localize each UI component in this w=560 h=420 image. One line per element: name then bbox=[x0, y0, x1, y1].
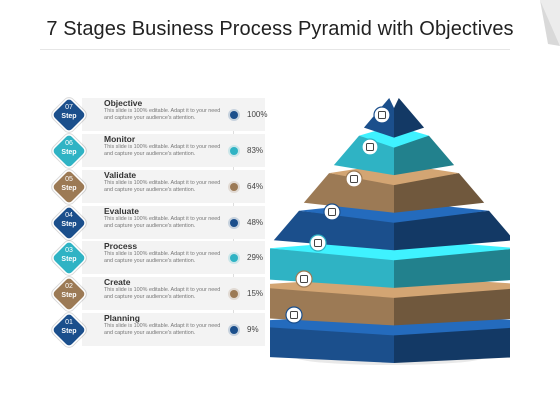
step-title: Create bbox=[104, 277, 131, 287]
percent-value: 9% bbox=[247, 325, 259, 334]
step-word: Step bbox=[61, 113, 77, 120]
step-description: This slide is 100% editable. Adapt it to… bbox=[104, 323, 221, 337]
pyramid-level-side bbox=[394, 327, 510, 363]
step-word: Step bbox=[61, 328, 77, 335]
step-number: 04 bbox=[65, 212, 73, 219]
step-description: This slide is 100% editable. Adapt it to… bbox=[104, 180, 221, 194]
percent-value: 29% bbox=[247, 253, 264, 262]
step-diamond: 01 Step bbox=[52, 313, 86, 347]
target-icon bbox=[373, 106, 391, 124]
pyramid-level-side bbox=[394, 249, 510, 288]
pyramid-level-side bbox=[394, 288, 510, 326]
percent-dot bbox=[230, 111, 238, 119]
percent-dot bbox=[230, 254, 238, 262]
percent-value: 48% bbox=[247, 218, 264, 227]
pyramid-level-side bbox=[394, 98, 425, 138]
step-diamond: 07 Step bbox=[52, 98, 86, 132]
step-word: Step bbox=[61, 256, 77, 263]
step-number: 05 bbox=[65, 176, 73, 183]
percent-dot bbox=[230, 326, 238, 334]
step-title: Evaluate bbox=[104, 206, 139, 216]
percent-value: 100% bbox=[247, 110, 268, 119]
step-title: Process bbox=[104, 241, 138, 251]
gears-icon bbox=[309, 234, 327, 252]
step-description: This slide is 100% editable. Adapt it to… bbox=[104, 108, 221, 122]
step-word: Step bbox=[61, 292, 77, 299]
pyramid-level-side bbox=[394, 173, 485, 213]
step-row-planning: 01 Step Planning This slide is 100% edit… bbox=[52, 312, 265, 348]
percent-dot bbox=[230, 219, 238, 227]
step-diamond: 06 Step bbox=[52, 134, 86, 168]
pyramid-level-side bbox=[394, 210, 510, 251]
step-row-process: 03 Step Process This slide is 100% edita… bbox=[52, 240, 265, 276]
percent-value: 83% bbox=[247, 146, 264, 155]
step-title: Monitor bbox=[104, 134, 136, 144]
pyramid-diagram bbox=[270, 98, 510, 365]
step-number: 07 bbox=[65, 104, 73, 111]
step-number: 03 bbox=[65, 247, 73, 254]
percent-value: 64% bbox=[247, 182, 264, 191]
presentation-icon bbox=[361, 138, 379, 156]
checklist-icon bbox=[345, 170, 363, 188]
clipboard-icon bbox=[323, 203, 341, 221]
step-diamond: 04 Step bbox=[52, 206, 86, 240]
step-title: Objective bbox=[104, 98, 143, 108]
planner-icon bbox=[285, 306, 303, 324]
step-number: 02 bbox=[65, 283, 73, 290]
pyramid-level-front bbox=[333, 135, 394, 176]
page-curl-decoration bbox=[540, 0, 560, 46]
step-word: Step bbox=[61, 149, 77, 156]
step-title: Planning bbox=[104, 313, 140, 323]
step-description: This slide is 100% editable. Adapt it to… bbox=[104, 287, 221, 301]
pyramid-level-front bbox=[303, 173, 394, 213]
step-row-monitor: 06 Step Monitor This slide is 100% edita… bbox=[52, 133, 265, 169]
step-title: Validate bbox=[104, 170, 137, 180]
pyramid-level-front bbox=[273, 210, 394, 251]
percent-dot bbox=[230, 147, 238, 155]
percent-dot bbox=[230, 183, 238, 191]
pyramid-level-front bbox=[270, 326, 394, 363]
step-row-evaluate: 04 Step Evaluate This slide is 100% edit… bbox=[52, 205, 265, 241]
step-row-create: 02 Step Create This slide is 100% editab… bbox=[52, 276, 265, 312]
step-word: Step bbox=[61, 185, 77, 192]
step-description: This slide is 100% editable. Adapt it to… bbox=[104, 251, 221, 265]
step-number: 06 bbox=[65, 140, 73, 147]
pyramid-level-side bbox=[394, 135, 455, 176]
step-number: 01 bbox=[65, 319, 73, 326]
step-row-validate: 05 Step Validate This slide is 100% edit… bbox=[52, 169, 265, 205]
pencil-icon bbox=[295, 270, 313, 288]
step-row-objective: 07 Step Objective This slide is 100% edi… bbox=[52, 97, 265, 133]
percent-dot bbox=[230, 290, 238, 298]
step-diamond: 02 Step bbox=[52, 277, 86, 311]
title-divider bbox=[40, 49, 510, 50]
step-description: This slide is 100% editable. Adapt it to… bbox=[104, 144, 221, 158]
step-diamond: 05 Step bbox=[52, 170, 86, 204]
percent-value: 15% bbox=[247, 289, 264, 298]
slide-title: 7 Stages Business Process Pyramid with O… bbox=[46, 18, 514, 40]
step-word: Step bbox=[61, 221, 77, 228]
step-description: This slide is 100% editable. Adapt it to… bbox=[104, 216, 221, 230]
step-diamond: 03 Step bbox=[52, 241, 86, 275]
